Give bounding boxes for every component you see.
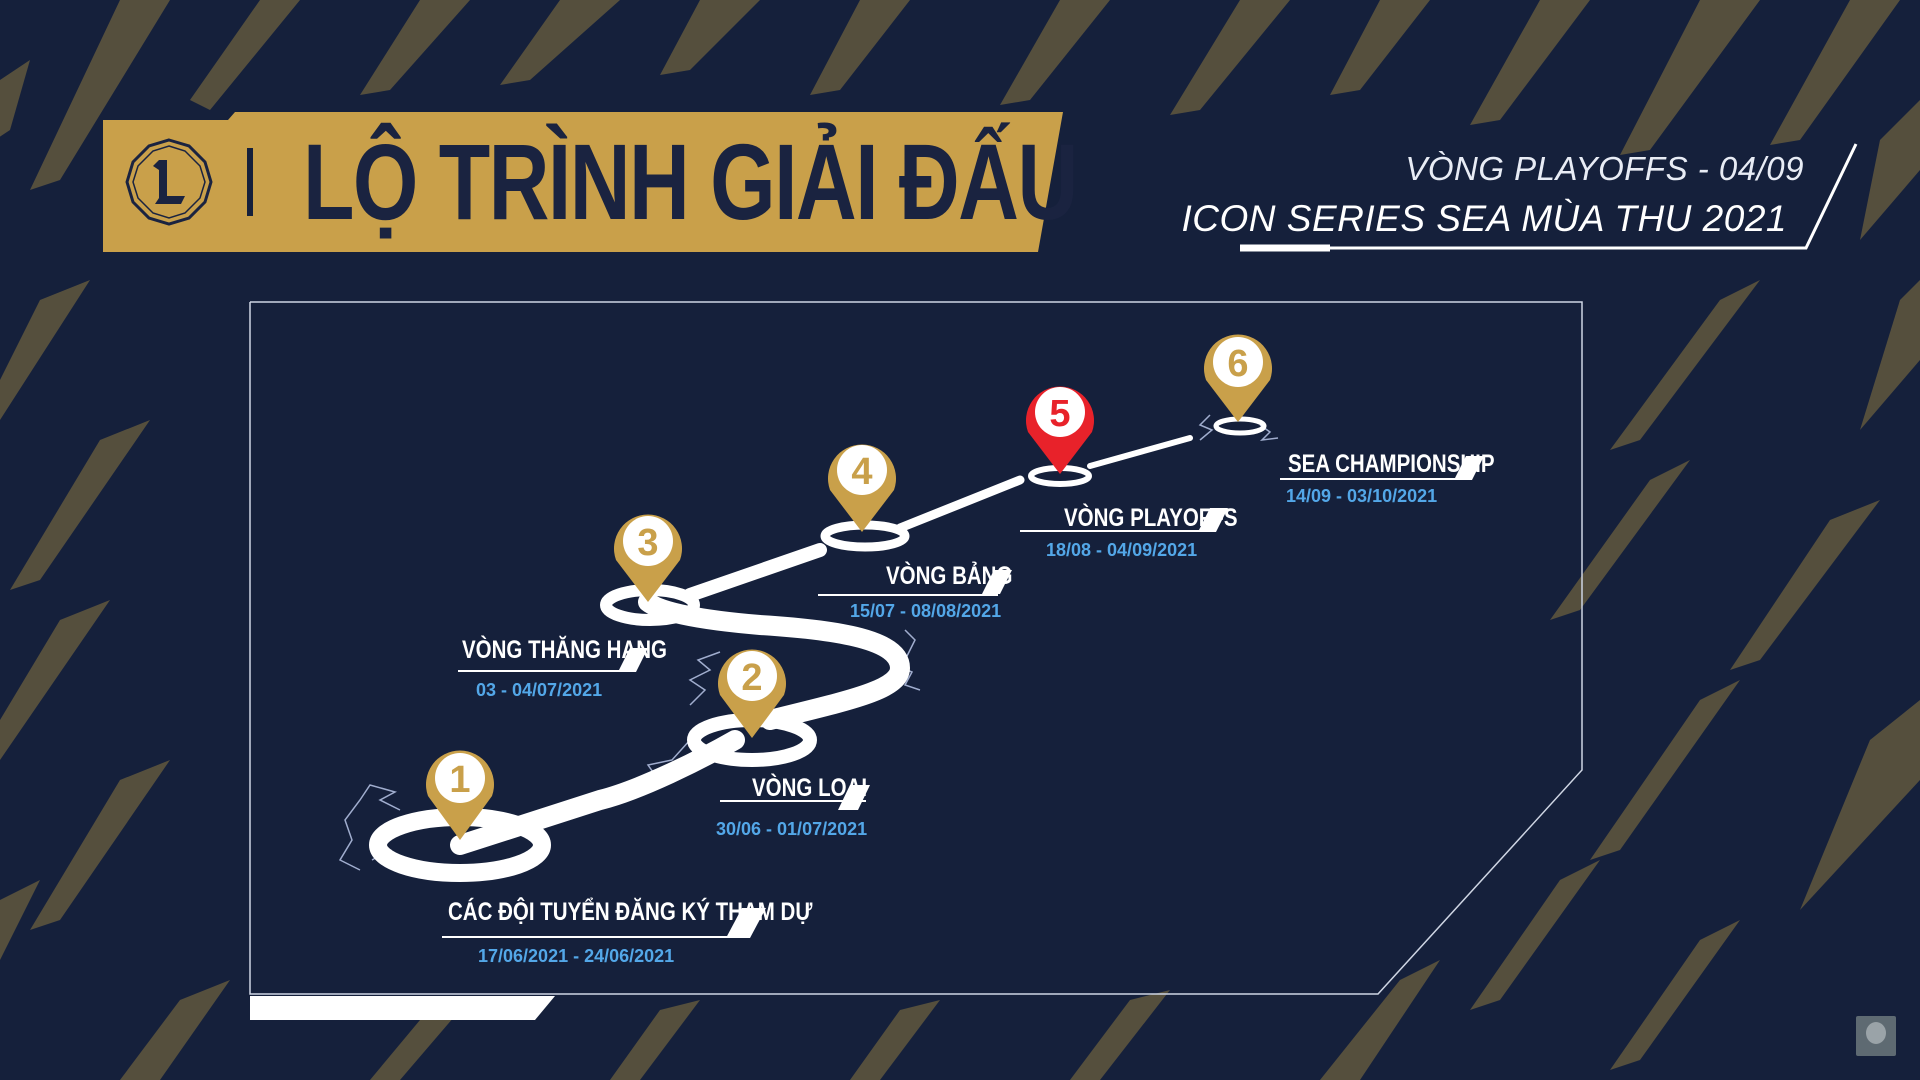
label-underlines	[442, 456, 1484, 938]
stage-5-dates: 18/08 - 04/09/2021	[1046, 540, 1198, 560]
pin-1-marker-icon: 1	[426, 750, 494, 840]
streamer-avatar	[1856, 1016, 1896, 1056]
stage-6-name: SEA CHAMPIONSHIP	[1288, 450, 1495, 478]
stage-6-dates: 14/09 - 03/10/2021	[1286, 486, 1438, 506]
stop-ring-6	[1213, 416, 1267, 436]
stage-5-name: VÒNG PLAYOFFS	[1064, 504, 1238, 532]
pin-5-number: 5	[1049, 393, 1070, 435]
header-banner: LỘ TRÌNH GIẢI ĐẤU	[103, 112, 1078, 252]
stage-2-name: VÒNG LOẠI	[752, 774, 868, 802]
stage-1-name: CÁC ĐỘI TUYỂN ĐĂNG KÝ THAM DỰ	[448, 898, 813, 926]
map-frame	[249, 301, 1583, 995]
pin-2-number: 2	[741, 657, 762, 699]
stop-ring-4	[820, 520, 910, 552]
pin-4-marker-icon: 4	[828, 444, 896, 532]
stage-1-dates: 17/06/2021 - 24/06/2021	[478, 946, 675, 966]
stage-4-dates: 15/07 - 08/08/2021	[850, 601, 1002, 621]
pin-4-number: 4	[851, 451, 872, 493]
event-name-subtitle: ICON SERIES SEA MÙA THU 2021	[1181, 198, 1787, 239]
pin-3-number: 3	[637, 522, 658, 564]
pin-2-marker-icon: 2	[718, 649, 786, 738]
pin-6-number: 6	[1227, 343, 1248, 385]
league-crest-icon	[123, 136, 215, 228]
pin-5-marker-icon-active: 5	[1026, 386, 1095, 474]
banner-divider	[247, 148, 253, 216]
pin-6-marker-icon: 6	[1204, 334, 1272, 422]
stage-4-name: VÒNG BẢNG	[886, 562, 1013, 590]
banner-shape	[103, 112, 1063, 252]
event-stage-subtitle: VÒNG PLAYOFFS - 04/09	[1405, 150, 1804, 187]
stage-3-dates: 03 - 04/07/2021	[476, 680, 603, 700]
page-title: LỘ TRÌNH GIẢI ĐẤU	[303, 121, 1078, 242]
pin-3-marker-icon: 3	[614, 514, 682, 602]
map-frame-accent	[250, 996, 555, 1020]
subtitle-underline	[1240, 143, 1858, 252]
stage-2-dates: 30/06 - 01/07/2021	[716, 819, 868, 839]
stage-3-name: VÒNG THĂNG HẠNG	[462, 636, 667, 664]
tournament-road	[450, 435, 1193, 855]
pin-1-number: 1	[449, 759, 470, 801]
